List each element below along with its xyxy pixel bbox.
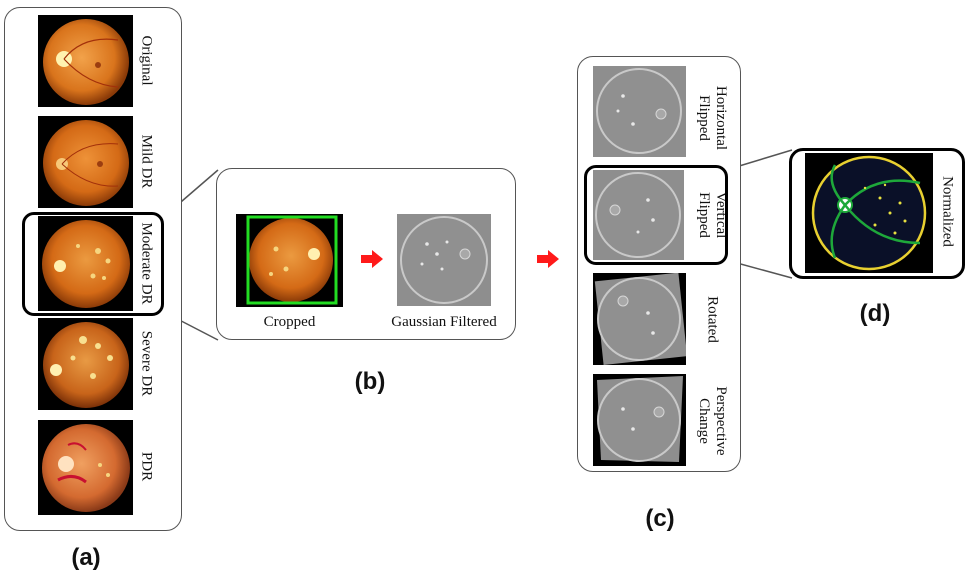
fundus-mild-dr bbox=[38, 116, 133, 208]
caption-a: (a) bbox=[71, 544, 101, 571]
label-rotated: Rotated bbox=[704, 296, 721, 343]
fundus-horizontal-flipped bbox=[593, 66, 686, 157]
fundus-cropped bbox=[236, 214, 343, 307]
arrow-right-icon bbox=[361, 250, 383, 268]
caption-b: (b) bbox=[354, 368, 386, 395]
fundus-moderate-dr bbox=[38, 216, 133, 311]
fundus-vertical-flipped bbox=[593, 170, 684, 260]
fundus-gaussian-filtered bbox=[397, 214, 491, 306]
label-gaussian-filtered: Gaussian Filtered bbox=[391, 314, 497, 330]
label-mild-dr: Mild DR bbox=[138, 134, 155, 189]
label-normalized: Normalized bbox=[939, 176, 956, 247]
highlight-vertical-flipped bbox=[584, 165, 728, 265]
label-severe-dr: Severe DR bbox=[138, 330, 155, 397]
label-pdr: PDR bbox=[138, 451, 155, 482]
label-cropped: Cropped bbox=[263, 314, 316, 330]
fundus-normalized bbox=[805, 153, 933, 273]
highlight-moderate-dr bbox=[22, 212, 164, 316]
label-original: Original bbox=[138, 35, 155, 86]
fundus-severe-dr bbox=[38, 318, 133, 410]
fundus-perspective-change bbox=[593, 374, 686, 466]
panel-d bbox=[789, 148, 965, 279]
fundus-original bbox=[38, 15, 133, 107]
caption-c: (c) bbox=[645, 505, 675, 532]
arrow-right-icon bbox=[537, 250, 559, 268]
caption-d: (d) bbox=[859, 300, 891, 327]
fundus-rotated bbox=[593, 273, 686, 365]
fundus-pdr bbox=[38, 420, 133, 515]
